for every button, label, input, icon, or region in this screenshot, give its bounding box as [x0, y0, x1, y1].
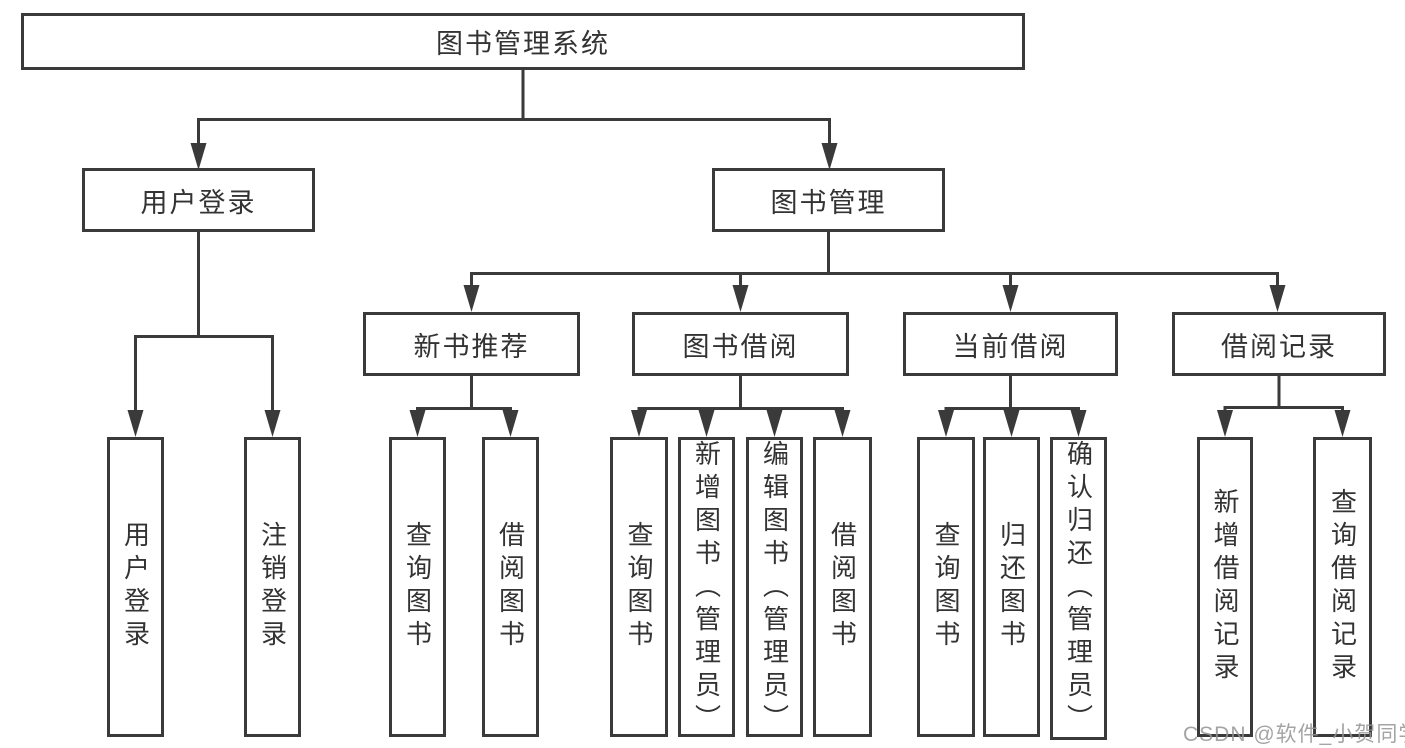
node-book-management-label: 图书管理 — [770, 187, 887, 218]
leaf-records-add-label: 新增借阅记录 — [1210, 488, 1240, 686]
leaf-current-return: 归还图书 — [983, 437, 1040, 737]
node-user-login-label: 用户登录 — [140, 187, 257, 218]
node-current-borrow: 当前借阅 — [903, 312, 1118, 376]
node-root-label: 图书管理系统 — [436, 29, 610, 59]
leaf-user-login: 用户登录 — [107, 437, 164, 737]
leaf-borrow-add-admin-label: 新增图书（管理员） — [691, 440, 722, 737]
node-current-borrow-label: 当前借阅 — [952, 331, 1069, 362]
leaf-borrow-query-label: 查询图书 — [624, 521, 654, 653]
leaf-logout: 注销登录 — [244, 437, 301, 737]
leaf-borrow-add-admin: 新增图书（管理员） — [678, 437, 735, 737]
node-book-borrow-label: 图书借阅 — [682, 331, 799, 362]
leaf-current-confirm-admin: 确认归还（管理员） — [1050, 437, 1107, 740]
node-new-book-recommend-label: 新书推荐 — [413, 331, 530, 362]
leaf-borrow-book-label: 借阅图书 — [827, 521, 858, 653]
node-borrow-records-label: 借阅记录 — [1221, 331, 1337, 362]
leaf-current-query-label: 查询图书 — [931, 521, 961, 653]
leaf-borrow-book: 借阅图书 — [813, 437, 872, 737]
leaf-logout-label: 注销登录 — [257, 521, 288, 653]
leaf-records-query-label: 查询借阅记录 — [1327, 488, 1358, 686]
node-borrow-records: 借阅记录 — [1172, 312, 1386, 376]
node-book-borrow: 图书借阅 — [632, 312, 849, 376]
leaf-newbooks-query-label: 查询图书 — [402, 521, 433, 653]
leaf-current-confirm-admin-label: 确认归还（管理员） — [1063, 440, 1094, 737]
leaf-user-login-label: 用户登录 — [120, 521, 151, 653]
node-book-management: 图书管理 — [712, 168, 945, 232]
leaf-borrow-edit-admin: 编辑图书（管理员） — [746, 437, 803, 737]
leaf-newbooks-borrow-label: 借阅图书 — [495, 521, 526, 653]
node-user-login: 用户登录 — [82, 168, 315, 232]
leaf-borrow-query: 查询图书 — [610, 437, 668, 737]
leaf-current-query: 查询图书 — [917, 437, 975, 737]
leaf-records-add: 新增借阅记录 — [1197, 437, 1253, 737]
node-root-system: 图书管理系统 — [21, 13, 1025, 70]
csdn-watermark: CSDN @软件_小贺同学 — [1183, 723, 1405, 746]
leaf-newbooks-query: 查询图书 — [389, 437, 446, 737]
leaf-records-query: 查询借阅记录 — [1313, 437, 1372, 737]
leaf-current-return-label: 归还图书 — [996, 521, 1027, 653]
node-new-book-recommend: 新书推荐 — [363, 312, 580, 376]
leaf-newbooks-borrow: 借阅图书 — [482, 437, 539, 737]
leaf-borrow-edit-admin-label: 编辑图书（管理员） — [759, 440, 790, 737]
arrowheads — [127, 143, 1351, 437]
